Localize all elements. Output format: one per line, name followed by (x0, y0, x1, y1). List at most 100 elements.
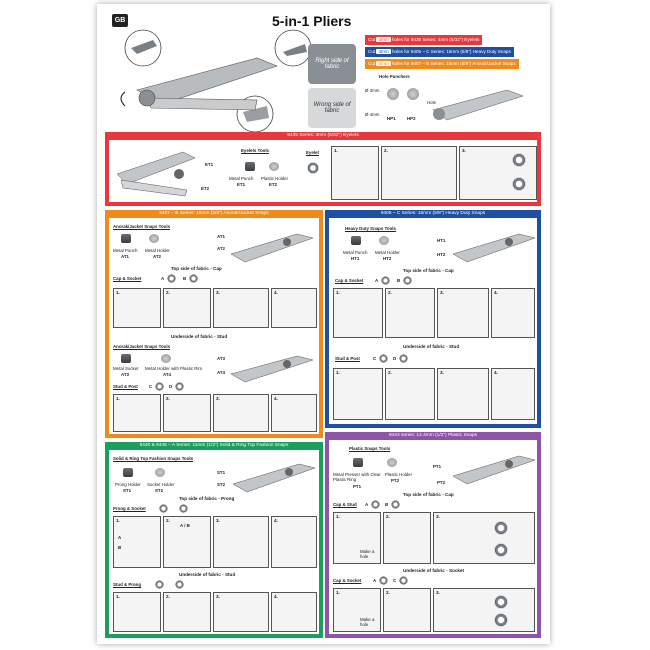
page-title: 5-in-1 Pliers (272, 13, 352, 29)
step-number: 2. (166, 290, 170, 295)
anorak-stud-step-2: 2. (163, 394, 211, 432)
at1-callout: AT1 (217, 234, 225, 239)
anorak-stud-post-title: Stud & Post (113, 384, 138, 389)
anorak-post-d-icon (175, 382, 184, 391)
at1-label: AT1 (121, 254, 129, 259)
anorak-d-label: D (169, 384, 173, 389)
hole-punchers-title: Hole Punchers (379, 74, 410, 79)
anorak-pliers-illustration-2 (230, 355, 314, 383)
eyelet-step-3: 3. (459, 146, 537, 200)
plastic-snap-back-icon (494, 543, 508, 557)
plastic-socket-step-1: 1. Make a hole (333, 588, 381, 632)
hole-punch-hp2-icon (407, 88, 419, 100)
plastic-stud-b-icon (391, 500, 400, 509)
eyelet-icon (307, 162, 319, 174)
hole-3mm-label: Ø 3mm (365, 88, 380, 93)
plastic-holder-et2-icon (269, 162, 279, 171)
step-number: 2. (166, 518, 170, 523)
anorak-top-side-label: Top side of fabric - Cap (171, 266, 222, 271)
make-hole-label: Make a hole (360, 549, 375, 559)
cut-line-5mm: Cut 5mm holes for 9407 – B Series: 15mm … (365, 59, 519, 69)
fashion-step-3: 3. (213, 516, 269, 568)
heavy-stud-post-title: Stud & Post (335, 356, 360, 361)
main-pliers-illustration (120, 29, 312, 133)
step-number: 1. (116, 290, 120, 295)
eyelet-back-icon (512, 177, 526, 191)
cut-size: 4mm (376, 49, 391, 54)
plastic-cap-socket-title: Cap & Socket (333, 578, 362, 583)
step-number: 3. (440, 290, 444, 295)
anorak-underside-label: Underside of fabric - Stud (171, 334, 228, 339)
right-side-fabric-swatch: Right side of fabric (308, 44, 356, 84)
metal-holder-at2-icon (149, 234, 159, 243)
prong-holder-label: Prong Holder (115, 482, 141, 487)
eyelet-title: Eyelet (306, 150, 319, 155)
plastic-header: 9443 series: 12.4mm (1/2") Plastic Snaps (329, 432, 537, 440)
step-number: 4. (274, 396, 278, 401)
cut-text: holes for 9407 – B Series: 15mm (5/8") A… (391, 61, 516, 66)
hole-punch-hp1-icon (387, 88, 399, 100)
st1-callout: ST1 (217, 470, 226, 475)
step-number: 1. (116, 518, 120, 523)
anorak-step-1: 1. (113, 288, 161, 328)
st2-callout: ST2 (217, 482, 226, 487)
at2-callout: AT2 (217, 246, 225, 251)
step-number: 3. (436, 514, 440, 519)
pt2-label: PT2 (391, 478, 400, 483)
section-eyelets: 9435 Series: 4mm (5/32") Eyelets ET1 ET2… (105, 132, 541, 206)
make-hole-label-2: Make a hole (360, 617, 375, 627)
metal-punch-et1-icon (245, 162, 255, 171)
anorak-stud-c-icon (155, 382, 164, 391)
plastic-socket-c-icon (399, 576, 408, 585)
anorak-stud-step-1: 1. (113, 394, 161, 432)
step-number: 3. (462, 148, 466, 153)
et2-label: ET2 (269, 182, 278, 187)
heavy-metal-punch-label: Metal Punch (343, 250, 368, 255)
fashion-prong-icon (159, 504, 168, 513)
plastic-a-label: A (365, 502, 369, 507)
anorak-metal-socket-label: Metal Socket (113, 366, 139, 371)
metal-holder-at4-icon (161, 354, 171, 363)
heavy-header: 9405 – C Series: 15mm (5/8") Heavy Duty … (329, 210, 537, 218)
step-number: 4. (274, 290, 278, 295)
plastic-pliers-illustration (452, 455, 536, 485)
at2-label: AT2 (153, 254, 161, 259)
anorak-header: 9407 – B Series: 15mm (5/8") Anorak/Jack… (109, 210, 319, 218)
cut-line-3mm: Cut 3mm holes for 9435 Series: 4mm (5/32… (365, 35, 483, 45)
anorak-step-4: 4. (271, 288, 317, 328)
pt1-label: PT1 (353, 484, 362, 489)
cut-text: holes for 9435 Series: 4mm (5/32") Eyele… (391, 37, 480, 42)
step-number: 3. (216, 518, 220, 523)
heavy-metal-holder-label: Metal Holder (375, 250, 400, 255)
plastic-holder-label: Plastic Holder (385, 472, 413, 477)
step-number: 4. (274, 594, 278, 599)
section-fashion-snaps: 9440 & 9445 – A Series: 11mm (1/2") Soli… (105, 442, 323, 638)
fashion-b-label: B (118, 545, 122, 550)
heavy-stud-step-3: 3. (437, 368, 489, 420)
metal-holder-ht2-icon (379, 236, 389, 245)
anorak-cap-a-icon (167, 274, 176, 283)
cut-prefix: Cut (368, 49, 376, 54)
anorak-holder-rim-label: Metal Holder with Plastic Rim (145, 366, 203, 371)
at3-label: AT3 (121, 372, 129, 377)
heavy-stud-step-2: 2. (385, 368, 435, 420)
plastic-step-3: 3. (433, 512, 535, 564)
cut-text: holes for 9405 – C Series: 15mm (5/8") H… (391, 49, 511, 54)
fashion-socket-icon (179, 504, 188, 513)
ht1-label: HT1 (351, 256, 360, 261)
socket-holder-st2-icon (155, 468, 165, 477)
cut-line-4mm: Cut 4mm holes for 9405 – C Series: 15mm … (365, 47, 514, 57)
plastic-socket-front-icon (494, 595, 508, 609)
step-number: 1. (336, 514, 340, 519)
step-number: 2. (388, 370, 392, 375)
heavy-tools-title: Heavy Duty Snaps Tools (345, 226, 396, 231)
fashion-step-1: 1. A B (113, 516, 161, 568)
anorak-stud-step-3: 3. (213, 394, 269, 432)
socket-holder-label: Socket Holder (147, 482, 175, 487)
heavy-pliers-illustration (452, 233, 536, 263)
anorak-tools-title: Anorak/Jacket Snaps Tools (113, 224, 171, 229)
metal-presser-pt1-icon (353, 458, 363, 467)
et1-callout: ET1 (205, 162, 214, 167)
anorak-cap-socket-title: Cap & Socket (113, 276, 142, 281)
step-number: 1. (116, 396, 120, 401)
